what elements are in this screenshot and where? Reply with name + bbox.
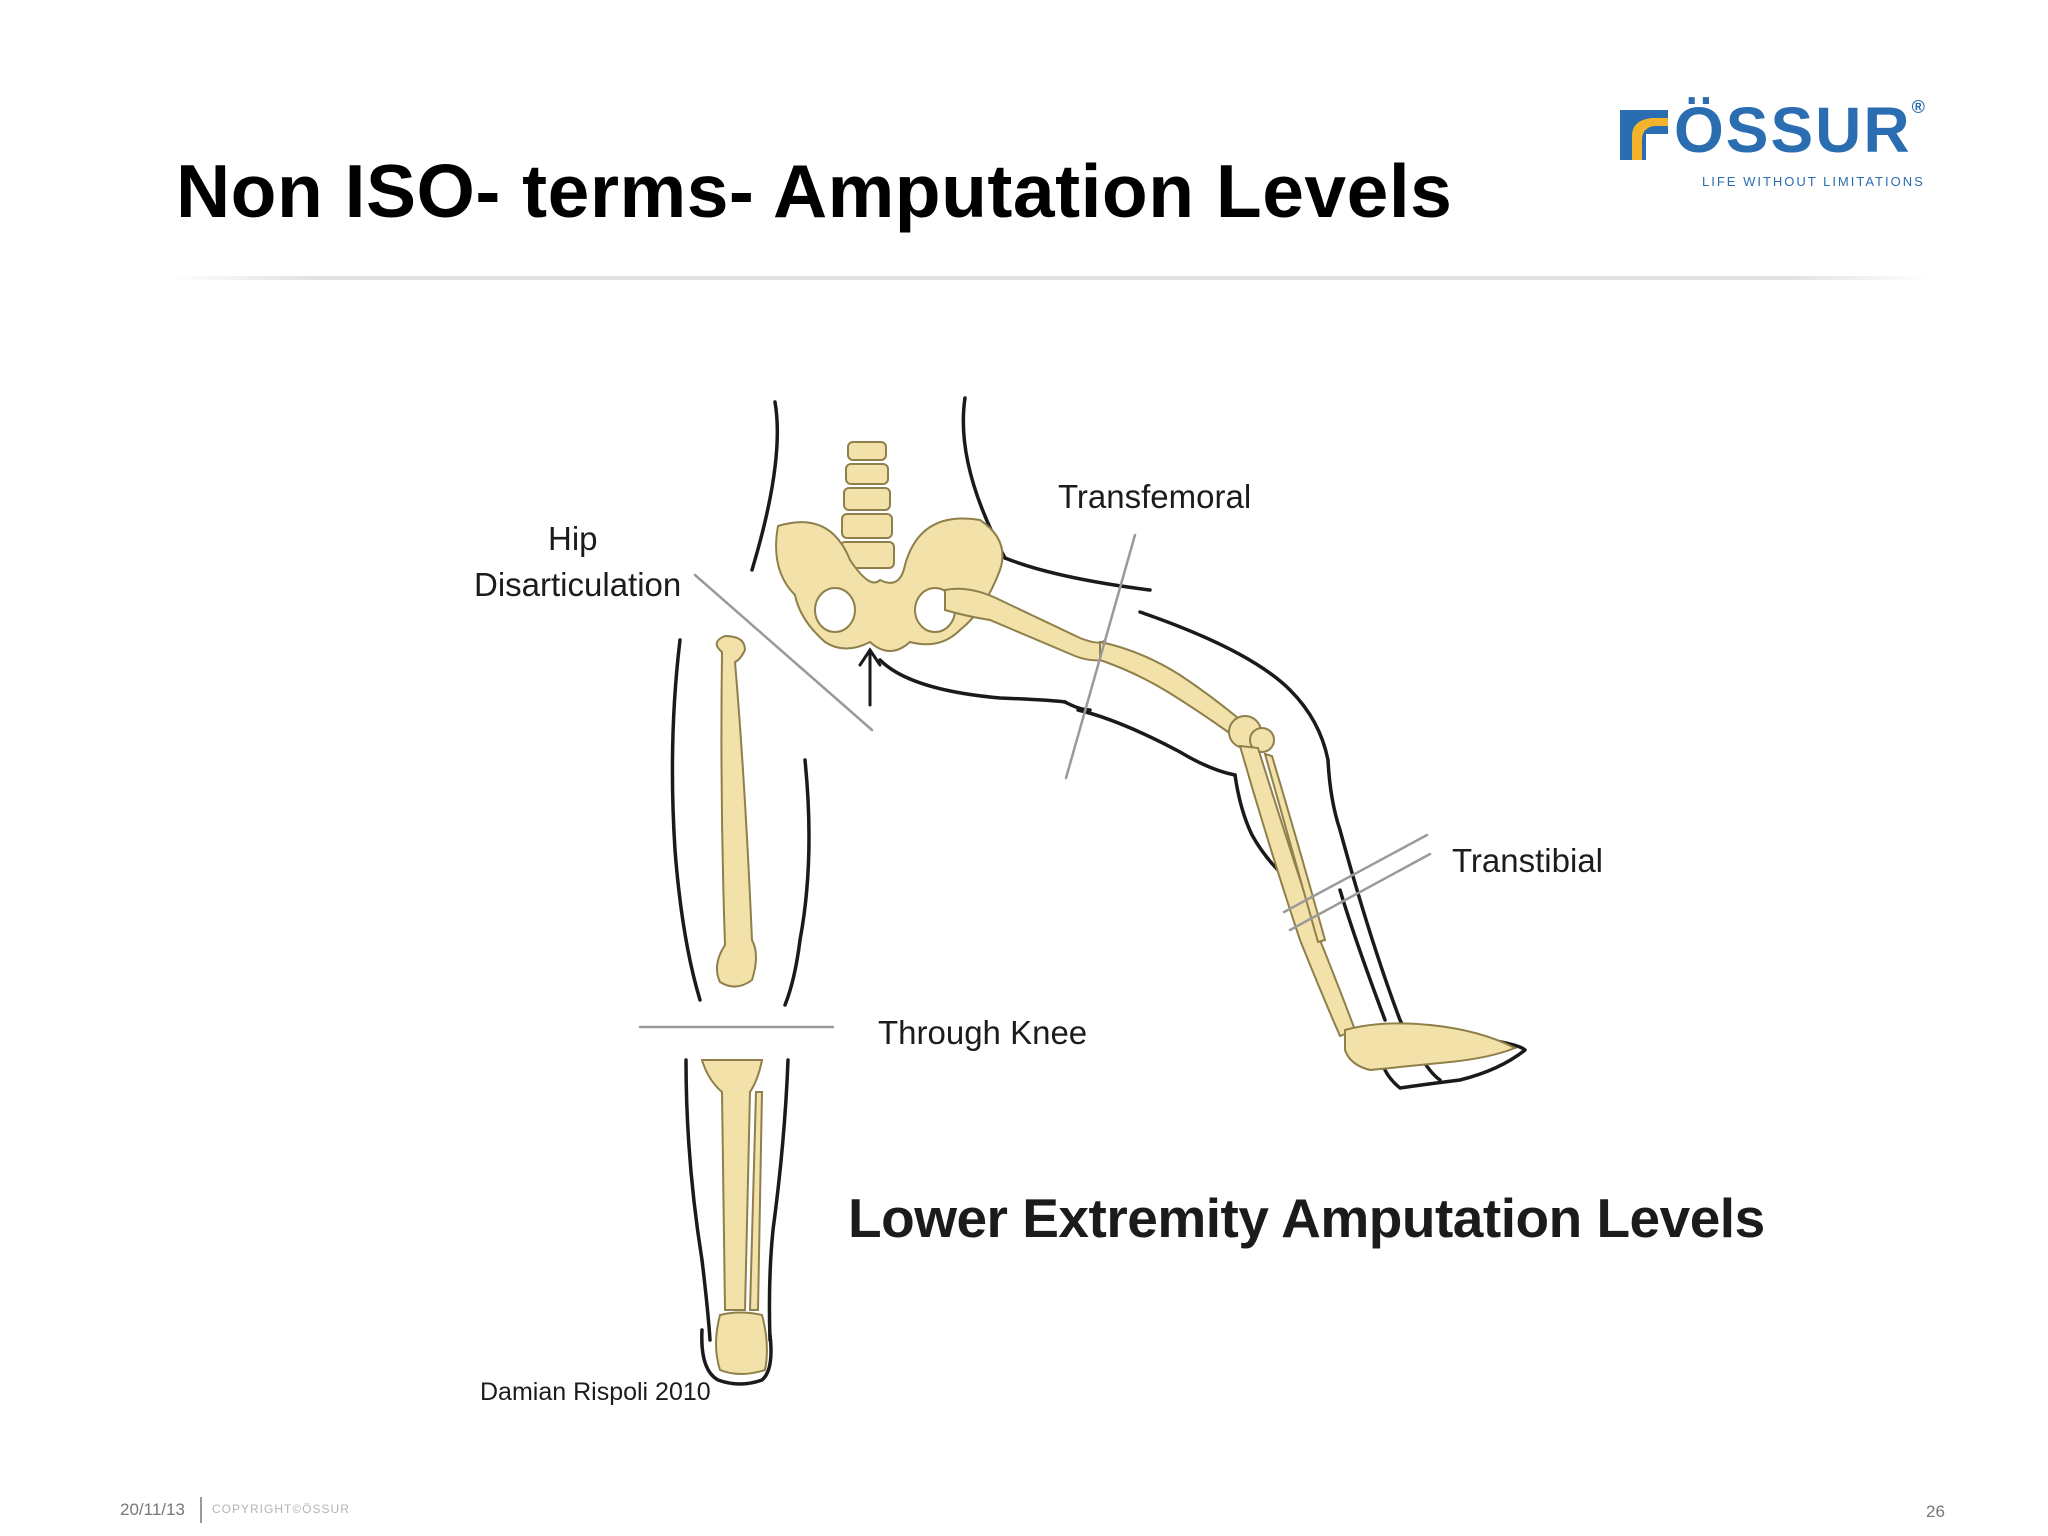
label-disarticulation: Disarticulation <box>474 566 682 603</box>
ossur-logo-tagline: LIFE WITHOUT LIMITATIONS <box>1702 174 1925 189</box>
skeleton <box>700 441 1518 1375</box>
footer-date: 20/11/13 <box>120 1500 185 1519</box>
left-femur <box>715 634 757 988</box>
right-tibia <box>1238 744 1357 1038</box>
transtibial-line <box>1282 833 1429 914</box>
pelvis-arrow <box>858 647 882 707</box>
right-femur <box>944 587 1110 662</box>
footer-copyright: COPYRIGHT©ÖSSUR <box>212 1502 350 1516</box>
slide-title: Non ISO- terms- Amputation Levels <box>176 149 1453 233</box>
ossur-logo-word: ÖSSUR® <box>1674 94 1927 166</box>
left-foot-bones <box>715 1311 768 1375</box>
hip-disarticulation-line <box>693 573 874 732</box>
page-number: 26 <box>1926 1502 1945 1521</box>
diagram-subtitle: Lower Extremity Amputation Levels <box>848 1187 1765 1249</box>
footer-separator <box>200 1497 202 1523</box>
title-divider <box>170 276 1930 280</box>
registered-mark: ® <box>1911 97 1927 117</box>
label-transtibial: Transtibial <box>1452 842 1603 879</box>
ossur-logo-mark-icon <box>1620 110 1668 160</box>
label-hip: Hip <box>548 520 598 557</box>
body-outline <box>670 396 1527 1386</box>
label-through-knee: Through Knee <box>878 1014 1088 1051</box>
amputation-levels-illustration <box>638 396 1527 1386</box>
left-tibia <box>700 1059 764 1311</box>
label-transfemoral: Transfemoral <box>1058 478 1252 515</box>
spine <box>839 441 895 569</box>
transfemoral-line <box>1064 533 1137 780</box>
ossur-logo: ÖSSUR® LIFE WITHOUT LIMITATIONS <box>1618 98 1954 194</box>
amputation-cut-lines <box>638 533 1432 1029</box>
right-foot-bones <box>1344 1022 1518 1072</box>
image-credit: Damian Rispoli 2010 <box>480 1378 711 1406</box>
